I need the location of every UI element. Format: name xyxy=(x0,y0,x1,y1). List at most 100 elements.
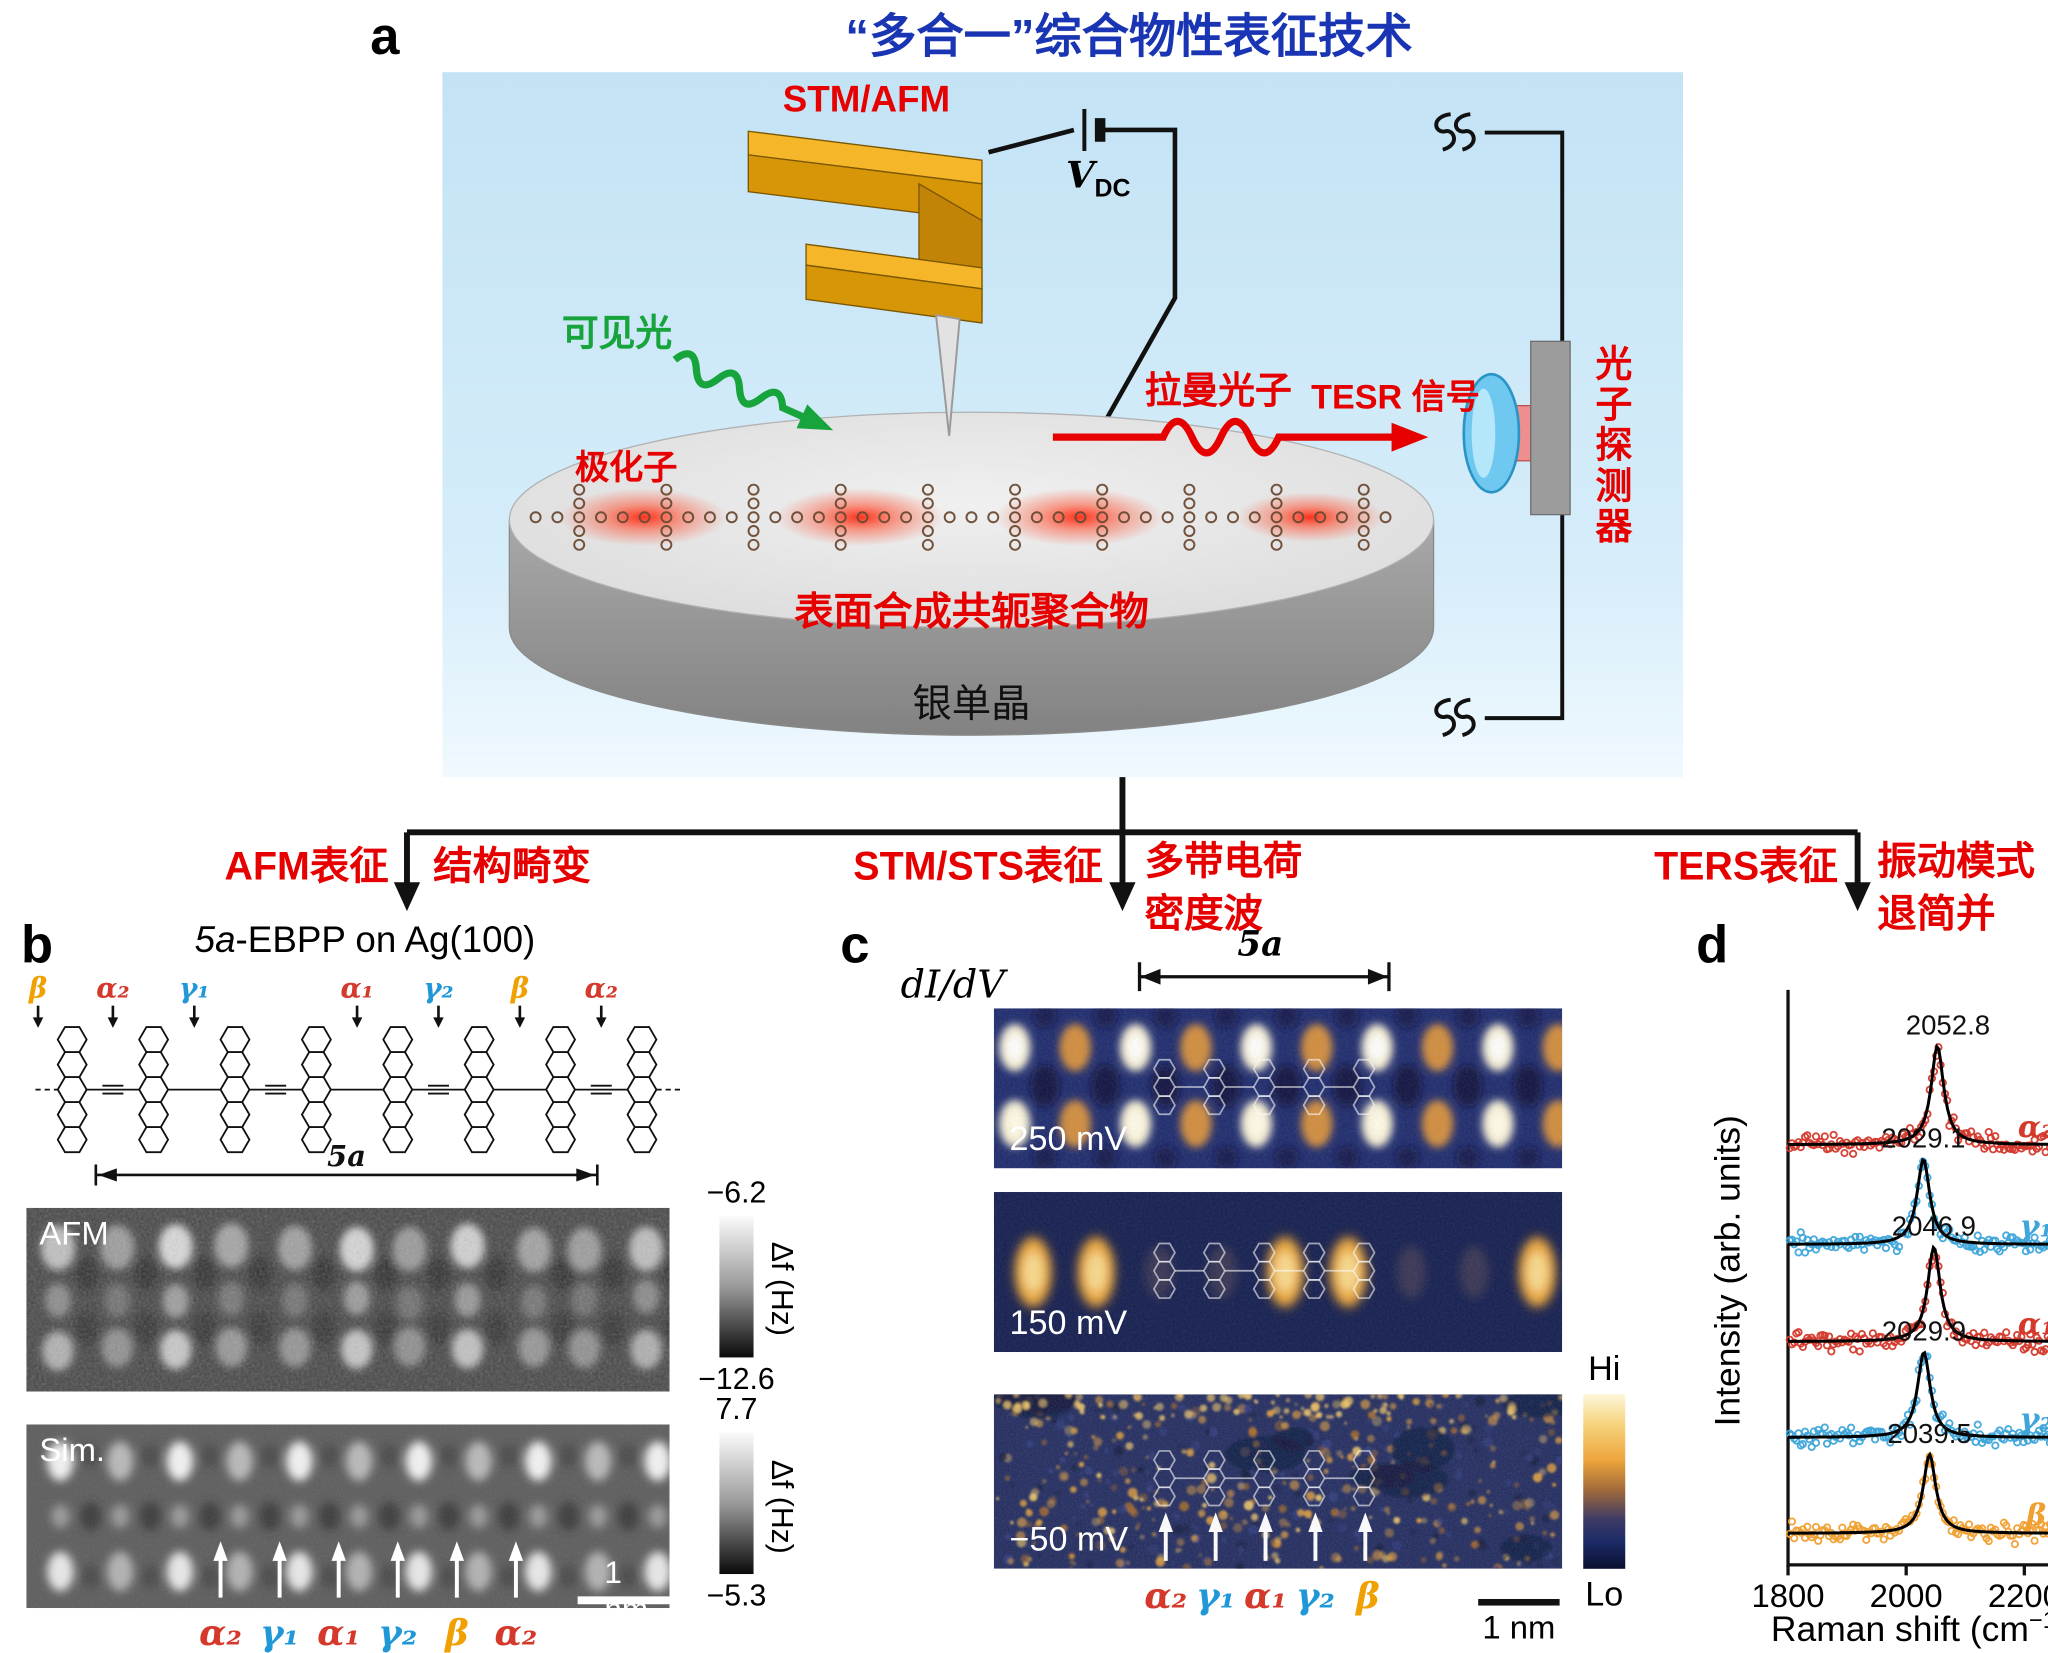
photon-detector-label: 光子探测器 xyxy=(1591,343,1633,548)
lattice-span-arrow xyxy=(1137,962,1391,992)
svg-text:2029.9: 2029.9 xyxy=(1882,1315,1966,1346)
raman-spectra-plot: 2052.8 α₂ 2029.1 γ₁ 2046.9 α₁ 2029.9 γ₂ 2039.5 β xyxy=(1785,989,2048,1576)
panel-label-c: c xyxy=(840,916,870,975)
branch-afm-result: 结构畸变 xyxy=(433,845,591,889)
svg-text:5a: 5a xyxy=(327,1139,366,1173)
panel-a-schematic xyxy=(393,72,1871,912)
bias-v: V xyxy=(1065,153,1095,197)
svg-text:β: β xyxy=(28,974,47,1005)
polymer-chain xyxy=(529,483,1392,551)
panel-b-title: 5a-EBPP on Ag(100) xyxy=(195,919,536,960)
c-site-label-3: γ₂ xyxy=(1295,1576,1335,1618)
c-scalebar xyxy=(1478,1598,1560,1606)
b-site-label-4: β xyxy=(445,1613,469,1653)
figure-title: “多合一”综合物性表征技术 xyxy=(845,9,1413,64)
sim-image-label: Sim. xyxy=(39,1432,106,1470)
branch-ters-result-1: 振动模式 xyxy=(1877,840,2035,884)
c-span-label: 5a xyxy=(1237,925,1284,965)
afm-colorbar-min: −12.6 xyxy=(698,1361,775,1396)
panel-label-a: a xyxy=(370,7,400,66)
panel-label-b: b xyxy=(21,916,54,975)
sim-colorbar-max: 7.7 xyxy=(715,1391,758,1426)
flow-arrowheads xyxy=(393,882,1871,912)
sim-colorbar-min: −5.3 xyxy=(706,1577,767,1613)
bias-label-250mv: 250 mV xyxy=(1009,1118,1128,1158)
spectra-series: 2052.8 α₂ 2029.1 γ₁ 2046.9 α₁ 2029.9 γ₂ 2039.5 β xyxy=(1785,1009,2048,1549)
bias-label-150mv: 150 mV xyxy=(1009,1302,1128,1342)
polaron-label: 极化子 xyxy=(574,447,678,488)
svg-text:β: β xyxy=(2025,1498,2046,1533)
b-site-label-1: γ₁ xyxy=(260,1613,300,1653)
c-site-label-4: β xyxy=(1356,1576,1380,1618)
svg-text:γ₂: γ₂ xyxy=(423,974,453,1005)
svg-text:α₁: α₁ xyxy=(2018,1307,2048,1342)
panel-label-d: d xyxy=(1696,916,1729,975)
afm-image: AFM xyxy=(26,1207,670,1392)
sts-colorbar xyxy=(1583,1394,1626,1569)
afm-colorbar-unit: Δf (Hz) xyxy=(765,1241,800,1336)
svg-text:γ₁: γ₁ xyxy=(2020,1210,2048,1245)
svg-text:γ₂: γ₂ xyxy=(2020,1403,2048,1438)
b-site-label-3: γ₂ xyxy=(378,1613,418,1653)
x-ticks xyxy=(1786,1564,2026,1576)
bias-circuit xyxy=(987,108,1178,420)
flow-lines xyxy=(404,777,1861,885)
svg-text:γ₁: γ₁ xyxy=(179,974,209,1005)
svg-text:α₁: α₁ xyxy=(340,974,373,1005)
sim-colorbar xyxy=(719,1432,754,1575)
detector-slab xyxy=(1530,340,1571,516)
b-site-label-2: α₁ xyxy=(317,1613,361,1653)
branch-ters-technique: TERS表征 xyxy=(1654,845,1838,889)
svg-text:α₂: α₂ xyxy=(96,974,129,1005)
bias-label-minus50mv: −50 mV xyxy=(1009,1518,1129,1559)
sts-map-150mv: 150 mV xyxy=(993,1192,1563,1353)
raman-photon-label: 拉曼光子 xyxy=(1144,370,1292,411)
raman-photon-arrow xyxy=(1052,417,1429,457)
c-site-label-0: α₂ xyxy=(1144,1576,1188,1618)
didv-label: dI/dV xyxy=(900,962,1005,1007)
panel-b-title-italic: 5a xyxy=(194,918,236,960)
branch-ters-result-2: 退简并 xyxy=(1877,892,1996,937)
c-site-label-2: α₁ xyxy=(1244,1576,1287,1618)
svg-text:α₂: α₂ xyxy=(585,974,618,1005)
branch-stm-result-2: 密度波 xyxy=(1144,892,1263,937)
tesr-signal-label: TESR 信号 xyxy=(1311,376,1480,417)
y-axis-label: Intensity (arb. units) xyxy=(1707,1115,1748,1427)
x-axis-label: Raman shift (cm−1) xyxy=(1770,1606,2048,1649)
polymer-label: 表面合成共轭聚合物 xyxy=(794,590,1149,635)
bias-sub: DC xyxy=(1094,175,1131,203)
stm-afm-sensor xyxy=(747,130,983,324)
polaron-glows xyxy=(559,488,1384,547)
probe-tip xyxy=(934,313,961,436)
sim-scalebar xyxy=(577,1596,670,1605)
svg-text:α₂: α₂ xyxy=(2018,1110,2048,1145)
sim-colorbar-unit: Δf (Hz) xyxy=(765,1459,800,1554)
bias-voltage-label: VDC xyxy=(1066,155,1131,203)
svg-text:2029.1: 2029.1 xyxy=(1881,1122,1965,1153)
sim-image: Sim. 1 nm xyxy=(26,1424,670,1609)
c-site-label-1: γ₁ xyxy=(1196,1576,1236,1618)
afm-colorbar xyxy=(719,1215,754,1358)
plot-axes xyxy=(1786,989,2048,1567)
sts-map-minus50mv: −50 mV xyxy=(993,1394,1563,1569)
svg-text:2046.9: 2046.9 xyxy=(1892,1210,1976,1241)
afm-colorbar-max: −6.2 xyxy=(706,1174,767,1210)
visible-light-photon-arrow xyxy=(672,350,834,431)
svg-text:2039.5: 2039.5 xyxy=(1887,1418,1971,1449)
stm-afm-label: STM/AFM xyxy=(782,78,951,120)
afm-image-label: AFM xyxy=(39,1215,109,1253)
sts-map-250mv: 250 mV xyxy=(993,1008,1563,1169)
b-site-label-0: α₂ xyxy=(199,1613,242,1653)
panel-b-title-rest: -EBPP on Ag(100) xyxy=(235,918,536,960)
crystal-label: 银单晶 xyxy=(912,682,1031,726)
c-scalebar-text: 1 nm xyxy=(1482,1609,1556,1647)
branch-stm-result-1: 多带电荷 xyxy=(1144,840,1303,884)
branch-stm-technique: STM/STS表征 xyxy=(853,845,1103,889)
sts-colorbar-lo: Lo xyxy=(1585,1574,1624,1614)
silver-crystal-disc xyxy=(508,411,1435,736)
x-tick-2200: 2200 xyxy=(1987,1577,2048,1615)
svg-text:2052.8: 2052.8 xyxy=(1906,1009,1990,1040)
sts-colorbar-hi: Hi xyxy=(1588,1348,1621,1388)
x-tick-1800: 1800 xyxy=(1751,1577,1825,1615)
photon-detector-assembly xyxy=(1462,340,1571,516)
